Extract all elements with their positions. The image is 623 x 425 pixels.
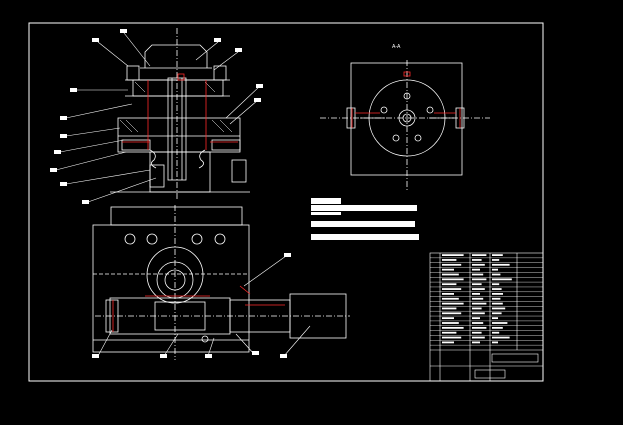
section-a-a-label: A-A bbox=[392, 44, 401, 50]
parts-list-cell-text bbox=[442, 312, 462, 315]
parts-list-cells bbox=[442, 254, 512, 344]
parts-list-cell-text bbox=[442, 283, 457, 286]
parts-list-cell-text bbox=[492, 273, 501, 276]
parts-list-cell-text bbox=[472, 341, 480, 344]
parts-list-cell-text bbox=[472, 322, 484, 324]
parts-list-cell-text bbox=[492, 341, 498, 344]
parts-list-cell-text bbox=[492, 312, 502, 315]
note-line-4 bbox=[311, 221, 415, 227]
parts-list-cell-text bbox=[472, 326, 487, 329]
parts-list-cell-text bbox=[492, 322, 508, 324]
parts-list-cell-text bbox=[492, 331, 500, 334]
parts-list-cell-text bbox=[442, 278, 464, 281]
parts-list-cell-text bbox=[442, 263, 462, 266]
parts-list-cell-text bbox=[492, 288, 502, 290]
parts-list-rows bbox=[430, 257, 543, 346]
parts-list-cell-text bbox=[442, 341, 454, 344]
parts-list-cell-text bbox=[492, 259, 500, 261]
parts-list-cell-text bbox=[492, 254, 503, 256]
parts-list-cell-text bbox=[472, 259, 482, 261]
parts-list-cell-text bbox=[492, 297, 501, 300]
plan-view bbox=[92, 205, 350, 360]
parts-list-cell-text bbox=[492, 326, 503, 329]
parts-list-cell-text bbox=[492, 302, 503, 305]
parts-list-cell-text bbox=[472, 302, 487, 305]
parts-list-cell-text bbox=[442, 273, 459, 276]
parts-list-cell-text bbox=[472, 268, 480, 271]
parts-list-cell-text bbox=[442, 288, 462, 290]
parts-list-cell-text bbox=[442, 307, 457, 310]
front-view-section-lines bbox=[122, 73, 238, 150]
parts-list-cell-text bbox=[472, 254, 487, 256]
parts-list-cell-text bbox=[472, 273, 484, 276]
parts-list-cell-text bbox=[442, 302, 464, 305]
parts-list-cell-text bbox=[492, 293, 503, 295]
parts-list-cell-text bbox=[442, 317, 454, 320]
section-a-a-accents bbox=[351, 71, 461, 128]
drawing-border bbox=[28, 22, 544, 382]
parts-list-cell-text bbox=[442, 326, 464, 329]
front-section-view bbox=[110, 28, 250, 200]
parts-list-cell-text bbox=[492, 278, 512, 281]
parts-list-cell-text bbox=[492, 283, 500, 286]
parts-list-cell-text bbox=[492, 268, 498, 271]
plan-view-accents bbox=[112, 285, 285, 332]
parts-list-cell-text bbox=[472, 336, 485, 339]
note-line-1 bbox=[311, 198, 341, 204]
parts-list-cell-text bbox=[492, 336, 510, 339]
parts-list-cell-text bbox=[472, 278, 487, 281]
parts-list-cell-text bbox=[442, 254, 464, 256]
parts-list-cell-text bbox=[472, 331, 482, 334]
note-line-5 bbox=[311, 234, 419, 240]
parts-list-cell-text bbox=[472, 307, 482, 310]
parts-list-cell-text bbox=[442, 331, 457, 334]
parts-list-cell-text bbox=[442, 297, 459, 300]
parts-list-cell-text bbox=[442, 293, 454, 295]
plan-view-leaders bbox=[92, 253, 311, 358]
technical-notes-block bbox=[311, 198, 419, 240]
parts-list-cell-text bbox=[442, 259, 457, 261]
section-a-a-view bbox=[320, 60, 490, 190]
parts-list-cell-text bbox=[472, 312, 485, 315]
parts-list-cell-text bbox=[492, 307, 506, 310]
parts-list-cell-text bbox=[442, 336, 462, 339]
parts-list-cell-text bbox=[472, 317, 480, 320]
note-line-2 bbox=[311, 205, 417, 211]
parts-list-cell-text bbox=[442, 268, 454, 271]
note-line-3 bbox=[311, 212, 341, 215]
parts-list-cell-text bbox=[492, 317, 498, 320]
parts-list-cell-text bbox=[472, 297, 484, 300]
parts-list-cell-text bbox=[472, 263, 485, 266]
parts-list-cell-text bbox=[492, 263, 510, 266]
parts-list-cell-text bbox=[472, 288, 485, 290]
front-view-leaders bbox=[50, 29, 263, 204]
parts-list-cell-text bbox=[472, 293, 480, 295]
parts-list-cell-text bbox=[472, 283, 482, 286]
title-block-bottom bbox=[430, 349, 543, 379]
parts-list-cell-text bbox=[442, 322, 459, 324]
